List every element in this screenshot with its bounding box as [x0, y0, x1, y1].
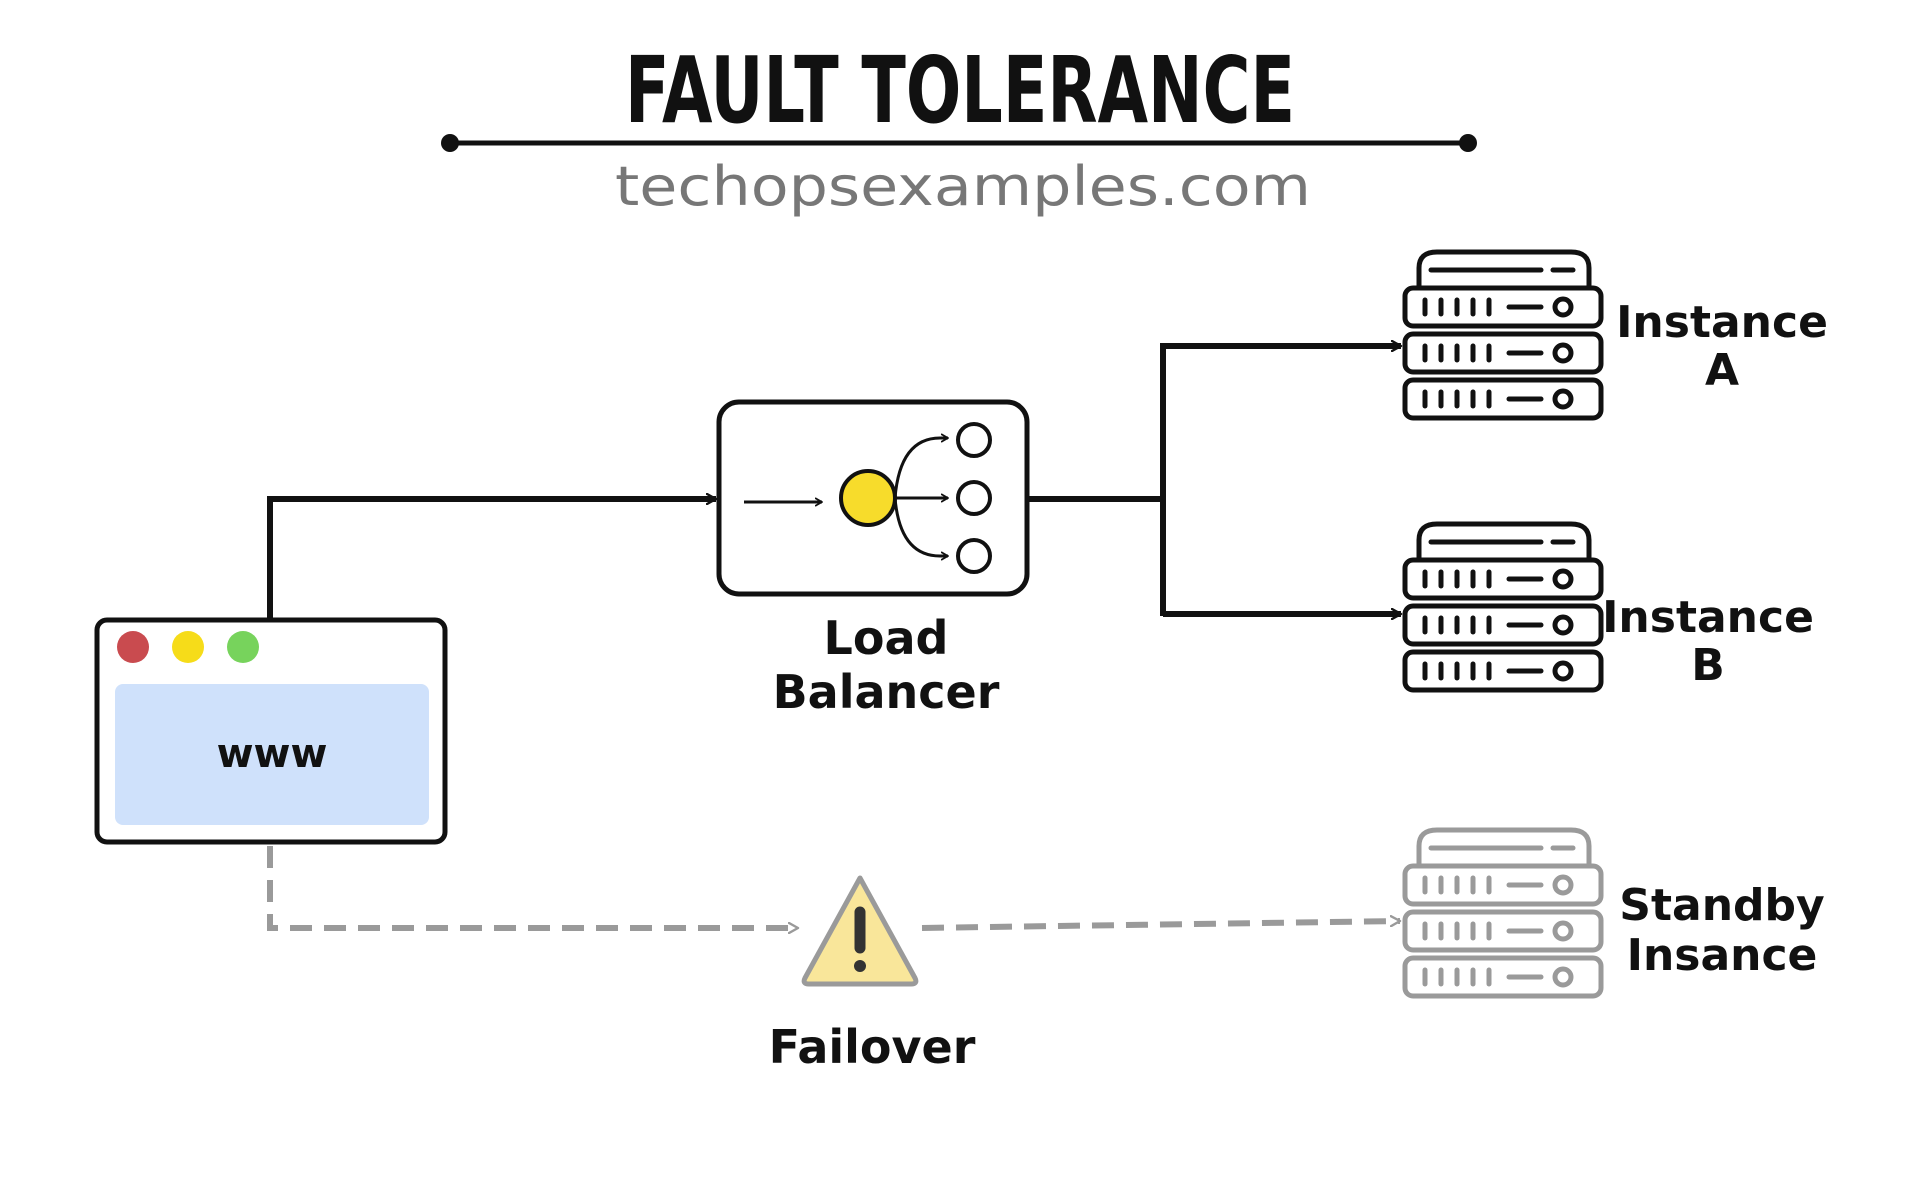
page-title: FAULT TOLERANCE [625, 37, 1295, 144]
title-underline [441, 134, 1477, 152]
server-icon [1405, 252, 1601, 418]
connector-load-balancer-to-instances [1028, 346, 1401, 616]
failover-label: Failover [769, 1020, 976, 1074]
instance-a-label-line2: A [1705, 345, 1739, 396]
failover-node: Failover [769, 875, 976, 1074]
load-balancer-label-line2: Balancer [773, 665, 1000, 719]
standby-label-line1: Standby [1619, 880, 1824, 931]
standby-instance-node: Standby Insance [1405, 830, 1825, 996]
load-balancer-icon [744, 422, 992, 574]
load-balancer-label-line1: Load [824, 611, 949, 665]
browser-content-panel [115, 684, 429, 825]
load-balancer-node: Load Balancer [716, 399, 1030, 719]
standby-label-line2: Insance [1627, 930, 1818, 981]
browser-url-label: www [217, 731, 328, 777]
browser-window: www [94, 617, 448, 845]
instance-b-label-line1: Instance [1602, 592, 1814, 643]
page-subtitle: techopsexamples.com [615, 155, 1311, 218]
instance-a-node: Instance A [1405, 252, 1828, 418]
window-minimize-dot [172, 631, 204, 663]
window-maximize-dot [227, 631, 259, 663]
window-close-dot [117, 631, 149, 663]
warning-icon [801, 875, 919, 987]
instance-a-label-line1: Instance [1616, 297, 1828, 348]
instance-b-label-line2: B [1691, 640, 1725, 691]
connector-client-to-load-balancer [267, 499, 716, 622]
server-icon [1405, 524, 1601, 690]
connector-failover-path [267, 846, 1400, 928]
server-icon [1405, 830, 1601, 996]
instance-b-node: Instance B [1405, 524, 1814, 691]
